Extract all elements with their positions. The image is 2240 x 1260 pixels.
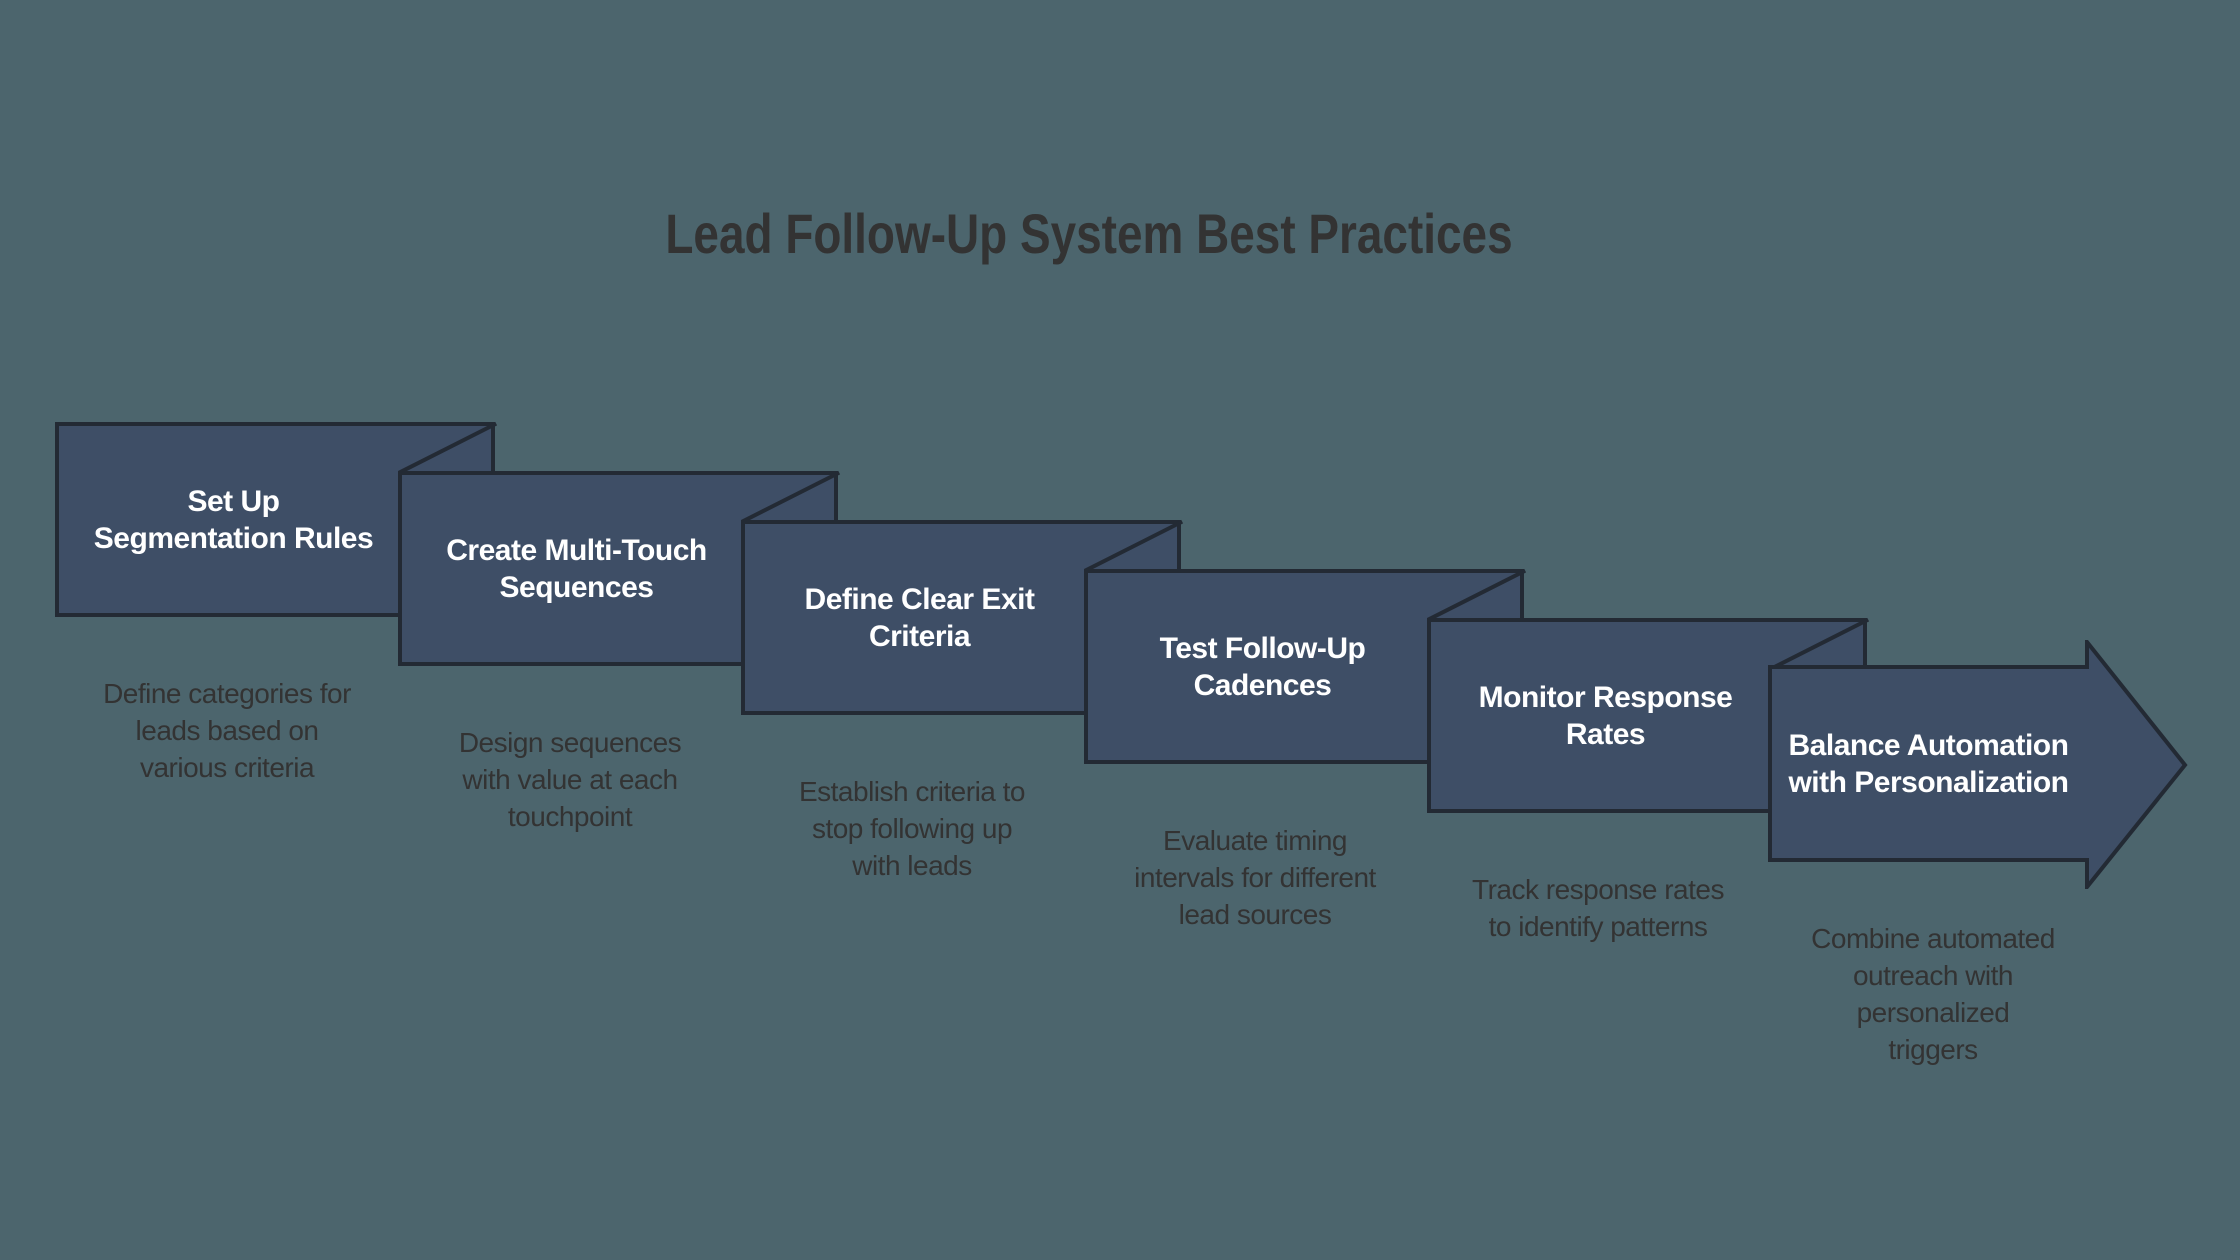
page-title: Lead Follow-Up System Best Practices <box>665 202 1513 265</box>
step-5-title: Monitor Response Rates <box>1478 680 1733 751</box>
step-4-title: Test Follow-Up Cadences <box>1159 631 1366 702</box>
step-4-title-zone: Test Follow-Up Cadences <box>1084 569 1427 764</box>
step-4-description: Evaluate timing intervals for different … <box>1134 825 1376 930</box>
step-3-description: Establish criteria to stop following up … <box>798 776 1026 881</box>
step-6-arrow <box>1768 640 2188 889</box>
step-1-title-zone: Set Up Segmentation Rules <box>55 422 398 617</box>
step-1-title: Set Up Segmentation Rules <box>93 484 374 555</box>
step-6-title-zone: Balance Automation with Personalization <box>1770 667 2087 860</box>
step-1-description: Define categories for leads based on var… <box>103 678 351 783</box>
step-3-title-zone: Define Clear Exit Criteria <box>741 520 1084 715</box>
step-6-description: Combine automated outreach with personal… <box>1811 923 2055 1065</box>
step-2-description: Design sequences with value at each touc… <box>458 727 682 832</box>
arrow-right-icon <box>1768 640 2188 889</box>
step-5-description: Track response rates to identify pattern… <box>1472 874 1724 942</box>
step-6-title: Balance Automation with Personalization <box>1788 728 2069 799</box>
step-5-title-zone: Monitor Response Rates <box>1427 618 1770 813</box>
step-2-title-zone: Create Multi-Touch Sequences <box>398 471 741 666</box>
step-3-title: Define Clear Exit Criteria <box>804 582 1035 653</box>
step-2-title: Create Multi-Touch Sequences <box>446 533 707 604</box>
